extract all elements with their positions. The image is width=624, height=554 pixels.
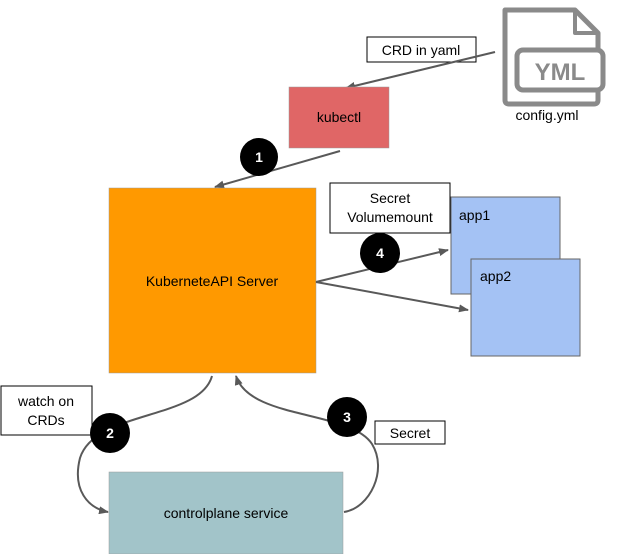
watch-on-crds-label: watch on CRDs xyxy=(0,385,93,436)
secret-volumemount-label: Secret Volumemount xyxy=(329,182,451,234)
step-2-number: 2 xyxy=(106,425,114,441)
secret-volumemount-line1: Secret xyxy=(370,190,411,206)
kubectl-label: kubectl xyxy=(317,109,361,125)
config-file-name: config.yml xyxy=(515,107,578,123)
kubectl-box: kubectl xyxy=(288,86,390,149)
arrow-config-to-kubectl xyxy=(345,51,496,90)
step-3-number: 3 xyxy=(343,409,351,425)
arrow-kubectl-to-api xyxy=(214,150,341,189)
crd-in-yaml-label: CRD in yaml xyxy=(366,36,477,63)
yml-icon-label: YML xyxy=(535,59,586,86)
api-server-label: KuberneteAPI Server xyxy=(146,273,279,289)
step-3-badge: 3 xyxy=(327,397,367,437)
controlplane-service-box: controlplane service xyxy=(108,471,344,554)
yml-file-icon: YML xyxy=(502,7,606,107)
secret-volumemount-line2: Volumemount xyxy=(347,209,433,225)
watch-on-line2: CRDs xyxy=(27,412,64,428)
api-server-box: KuberneteAPI Server xyxy=(108,187,317,374)
step-4-number: 4 xyxy=(376,245,384,261)
step-1-number: 1 xyxy=(255,149,263,165)
step-1-badge: 1 xyxy=(240,138,278,176)
secret-text: Secret xyxy=(390,425,431,441)
app2-box: app2 xyxy=(470,258,581,357)
watch-on-line1: watch on xyxy=(17,393,74,409)
app2-label: app2 xyxy=(480,268,511,284)
arrow-api-to-app2 xyxy=(315,281,469,313)
secret-label: Secret xyxy=(374,420,446,445)
controlplane-label: controlplane service xyxy=(164,505,289,521)
arrow-watch-api-to-controlplane xyxy=(77,375,213,515)
arrow-secret-controlplane-to-api xyxy=(234,375,379,513)
crd-in-yaml-text: CRD in yaml xyxy=(382,42,461,58)
app1-label: app1 xyxy=(459,207,490,223)
step-2-badge: 2 xyxy=(90,413,130,453)
step-4-badge: 4 xyxy=(360,233,400,273)
